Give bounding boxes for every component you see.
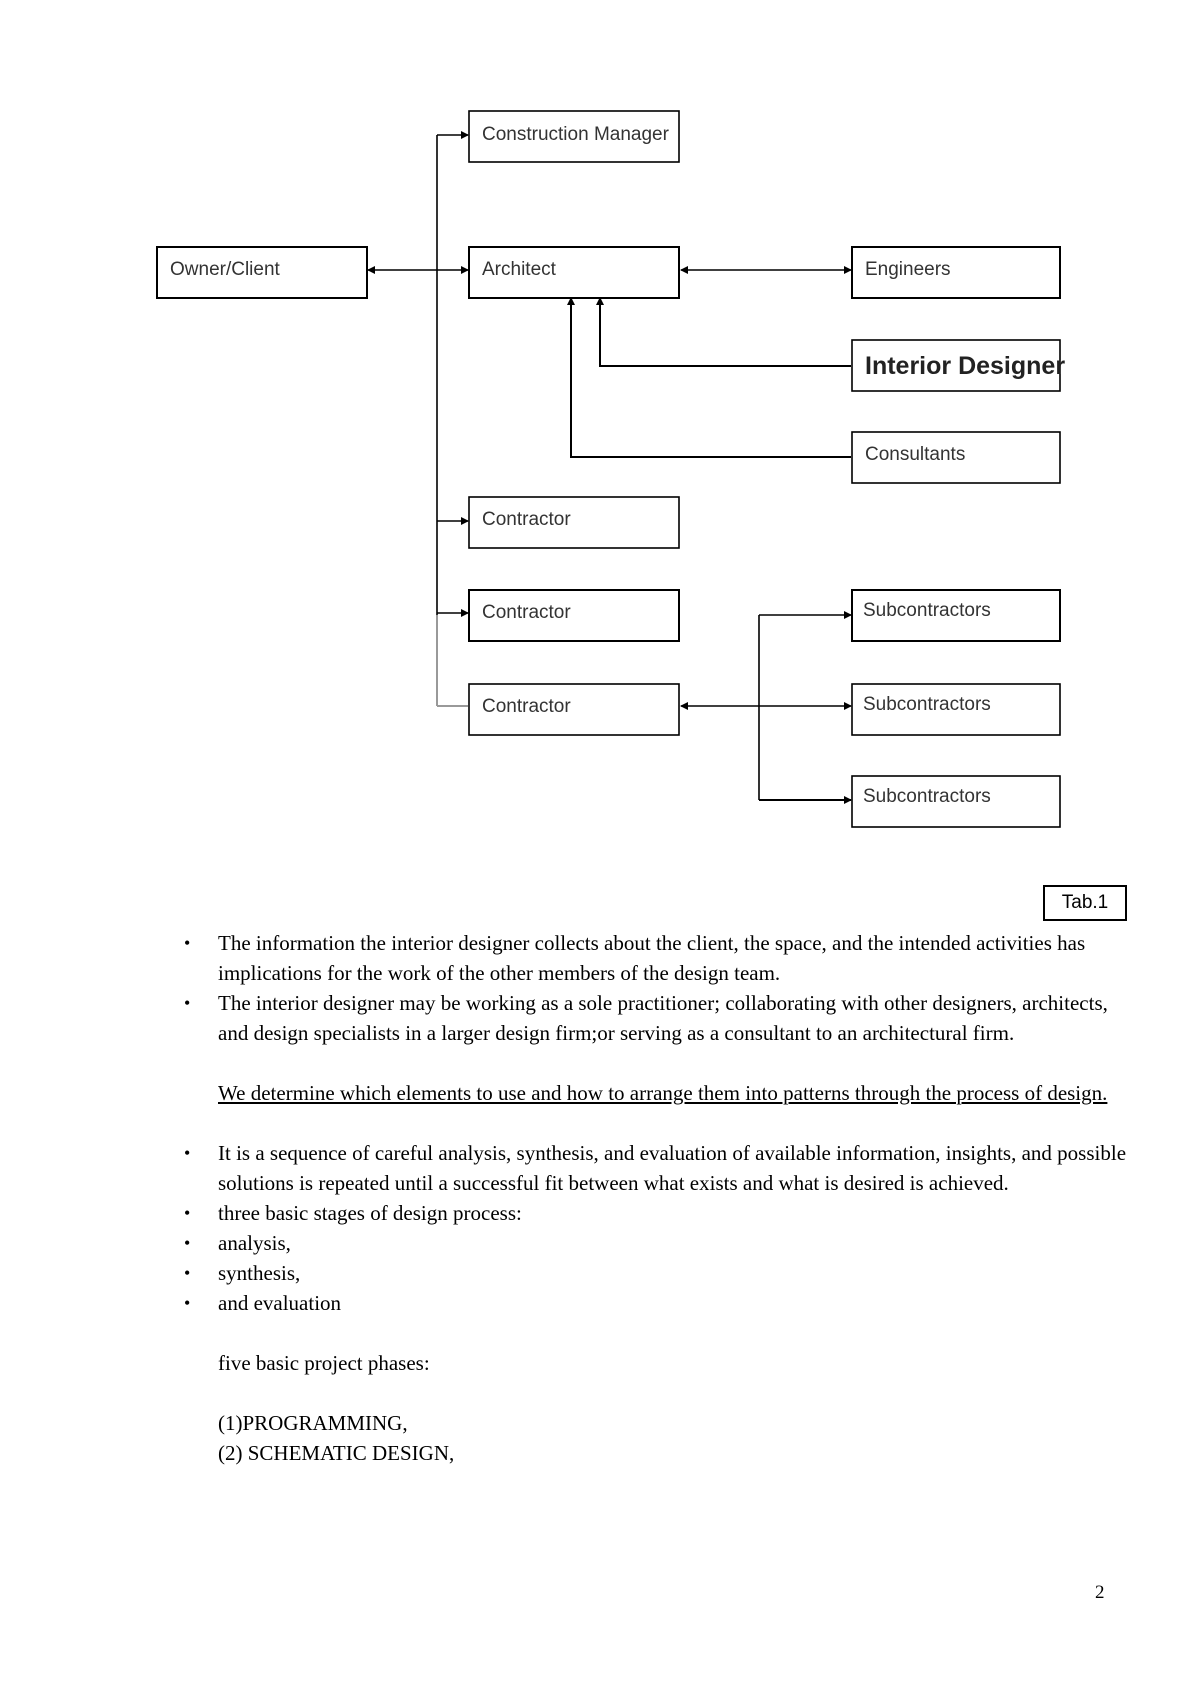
phases-heading: five basic project phases: bbox=[218, 1351, 430, 1375]
phase-item: (1)PROGRAMMING, bbox=[218, 1411, 408, 1435]
bullet-item: The interior designer may be working as … bbox=[180, 988, 1140, 1048]
box-architect: Architect bbox=[468, 246, 680, 299]
bullet-item: The information the interior designer co… bbox=[180, 928, 1140, 988]
box-engineers: Engineers bbox=[851, 246, 1061, 299]
box-interior-designer: Interior Designer bbox=[851, 339, 1065, 392]
svg-text:Engineers: Engineers bbox=[865, 259, 951, 280]
diagram-caption: Tab.1 bbox=[1043, 885, 1127, 921]
svg-text:Consultants: Consultants bbox=[865, 444, 965, 465]
svg-text:Interior Designer: Interior Designer bbox=[865, 352, 1065, 380]
underlined-statement: We determine which elements to use and h… bbox=[218, 1081, 1108, 1105]
svg-text:Contractor: Contractor bbox=[482, 509, 571, 530]
svg-text:Contractor: Contractor bbox=[482, 696, 571, 717]
box-subcontractors-1: Subcontractors bbox=[851, 589, 1061, 642]
svg-text:Construction Manager: Construction Manager bbox=[482, 124, 670, 145]
svg-text:Subcontractors: Subcontractors bbox=[863, 694, 991, 715]
svg-text:Owner/Client: Owner/Client bbox=[170, 259, 281, 280]
phase-item: (2) SCHEMATIC DESIGN, bbox=[218, 1441, 455, 1465]
bullet-item: synthesis, bbox=[180, 1258, 1140, 1288]
bullet-item: It is a sequence of careful analysis, sy… bbox=[180, 1138, 1140, 1198]
box-subcontractors-3: Subcontractors bbox=[851, 775, 1061, 828]
box-consultants: Consultants bbox=[851, 431, 1061, 484]
box-owner-client: Owner/Client bbox=[156, 246, 368, 299]
connectors bbox=[367, 131, 852, 804]
page-number: 2 bbox=[1095, 1582, 1105, 1603]
organization-diagram: Construction Manager Owner/Client Archit… bbox=[156, 110, 1065, 828]
svg-text:Subcontractors: Subcontractors bbox=[863, 600, 991, 621]
svg-text:Contractor: Contractor bbox=[482, 602, 571, 623]
bullet-item: analysis, bbox=[180, 1228, 1140, 1258]
svg-text:Architect: Architect bbox=[482, 259, 557, 280]
box-contractor-3: Contractor bbox=[468, 683, 680, 736]
box-construction-manager: Construction Manager bbox=[468, 110, 680, 163]
body-text: The information the interior designer co… bbox=[180, 928, 1140, 1468]
box-contractor-1: Contractor bbox=[468, 496, 680, 549]
box-subcontractors-2: Subcontractors bbox=[851, 683, 1061, 736]
bullet-item: and evaluation bbox=[180, 1288, 1140, 1318]
bullet-item: three basic stages of design process: bbox=[180, 1198, 1140, 1228]
box-contractor-2: Contractor bbox=[468, 589, 680, 642]
svg-text:Subcontractors: Subcontractors bbox=[863, 786, 991, 807]
